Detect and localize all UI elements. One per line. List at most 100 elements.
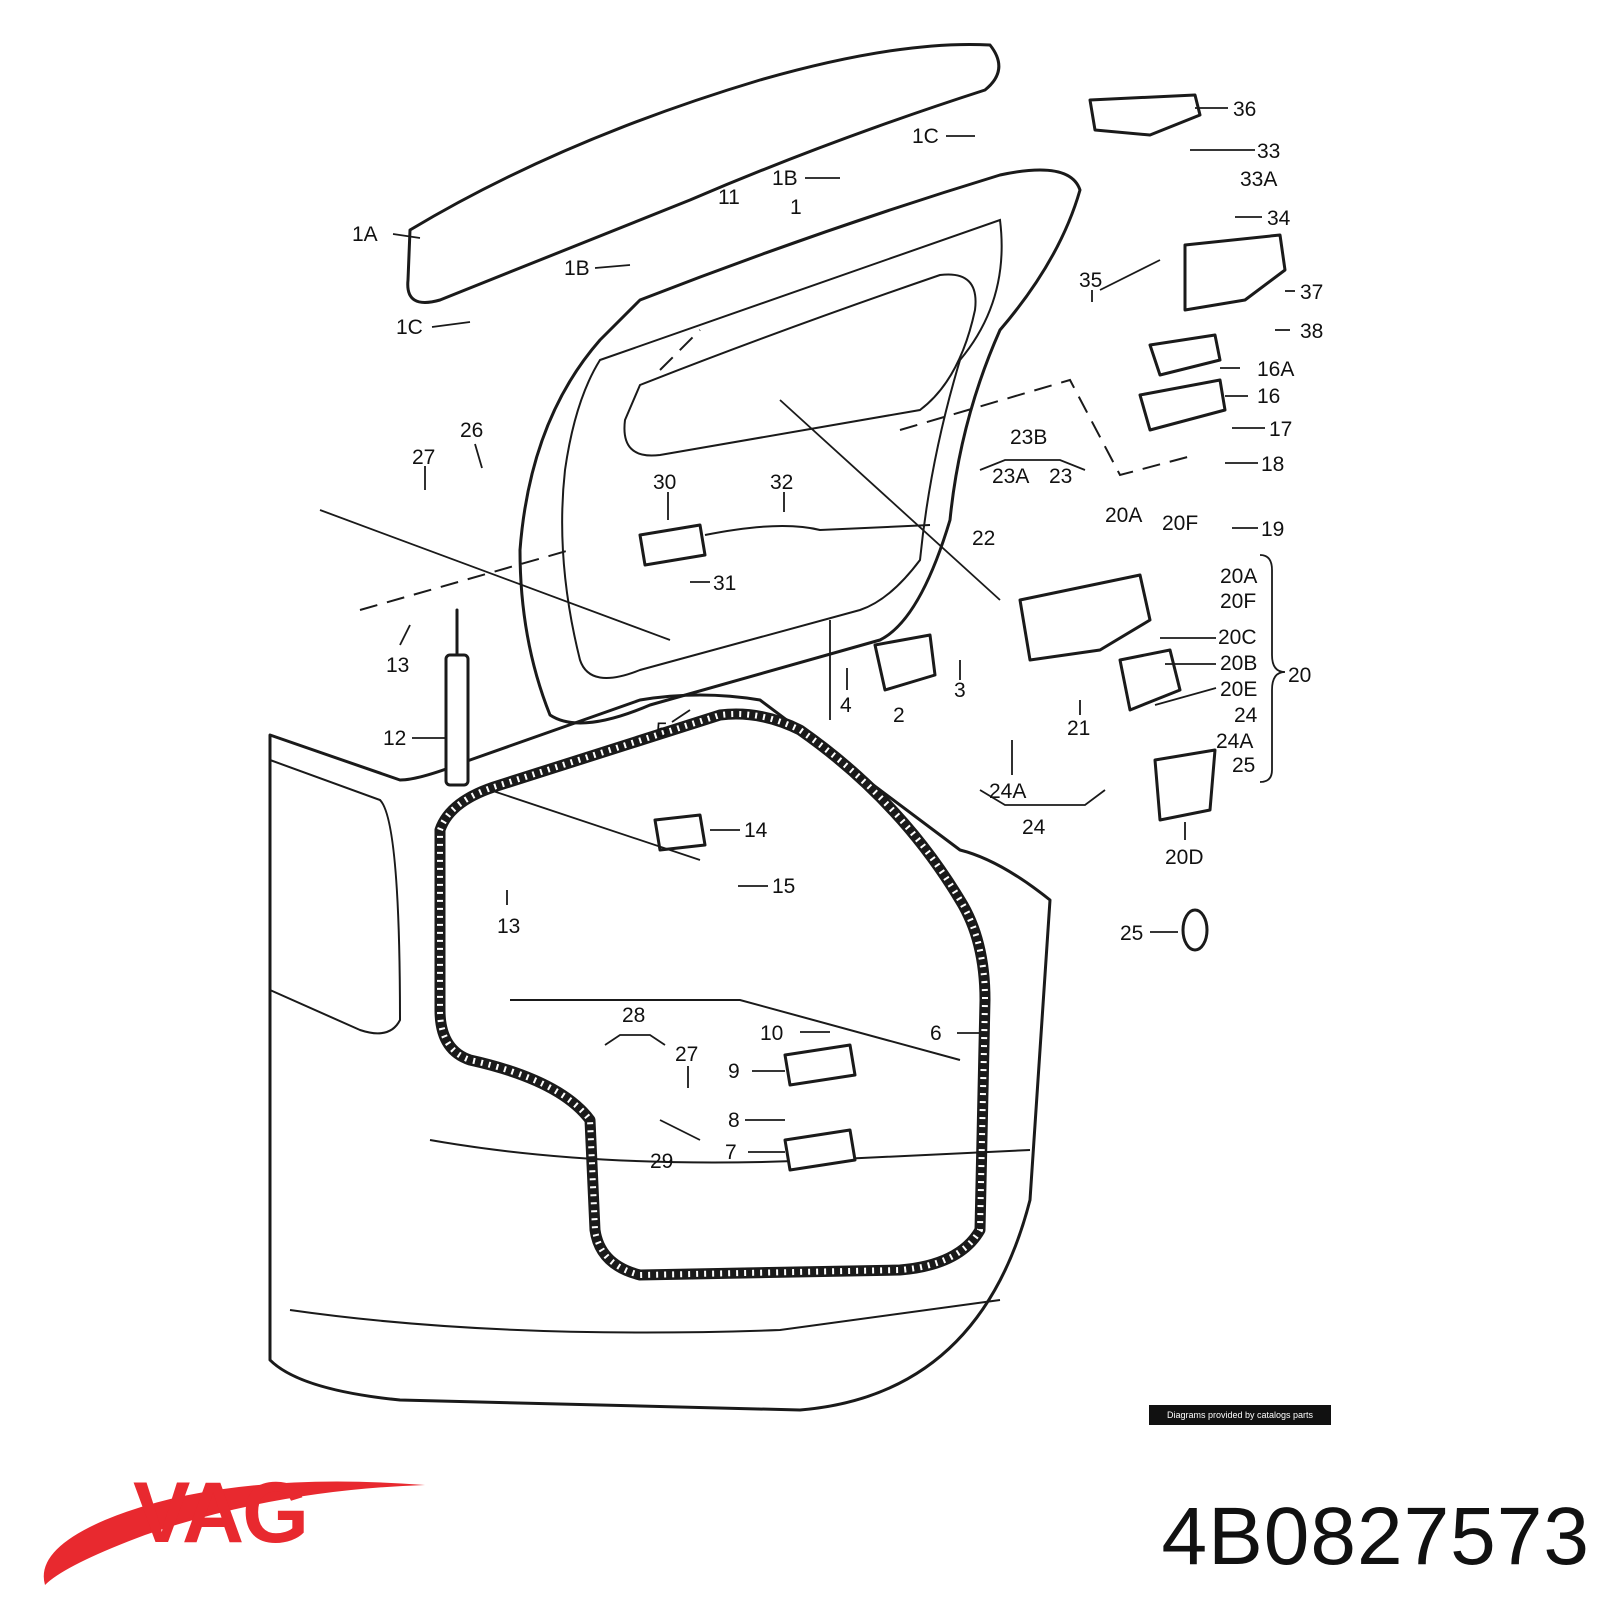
svg-text:28: 28: [622, 1004, 645, 1027]
part-label: 20: [1288, 664, 1311, 687]
cable-clip-part: [1181, 908, 1209, 952]
trunk-opening-seal: [434, 708, 991, 1281]
svg-text:36: 36: [1233, 98, 1256, 121]
guide-line: [659, 329, 701, 371]
svg-text:26: 26: [460, 419, 483, 442]
svg-text:29: 29: [650, 1150, 673, 1173]
svg-text:12: 12: [383, 727, 406, 750]
part-label: 1B: [564, 257, 631, 280]
svg-text:9: 9: [728, 1060, 740, 1083]
part-label: 12: [383, 727, 445, 750]
part-label: 20F: [1220, 590, 1256, 613]
part-label: 1A: [352, 223, 421, 246]
part-label: 25: [1120, 922, 1178, 945]
gasket-part: [1153, 748, 1217, 822]
part-number: 4B0827573: [1161, 1491, 1590, 1582]
svg-text:27: 27: [412, 446, 435, 469]
part-label: 18: [1225, 453, 1284, 476]
svg-text:23B: 23B: [1010, 426, 1047, 449]
tailgate-window-opening: [623, 273, 977, 457]
svg-text:22: 22: [972, 527, 995, 550]
svg-text:24A: 24A: [1216, 730, 1253, 753]
part-label: 24A: [1216, 730, 1253, 753]
part-label: 34: [1235, 207, 1291, 230]
part-label: 29: [650, 1119, 701, 1173]
part-label: 24: [1234, 704, 1258, 727]
part-label: 13: [386, 624, 411, 677]
latch-handle-part: [1088, 93, 1202, 137]
part-label: 20D: [1165, 822, 1204, 869]
tailgate-inner-part: [561, 218, 1003, 679]
svg-text:31: 31: [713, 572, 736, 595]
part-label: 27: [675, 1043, 698, 1088]
svg-text:20C: 20C: [1218, 626, 1257, 649]
svg-text:20A: 20A: [1105, 504, 1142, 527]
svg-text:13: 13: [497, 915, 520, 938]
part-label: 25: [1232, 754, 1255, 777]
part-label: 24: [1022, 816, 1046, 839]
part-label: 27: [412, 446, 435, 490]
part-label: 35: [1079, 269, 1102, 302]
svg-text:1B: 1B: [564, 257, 590, 280]
guide-line: [779, 399, 1001, 601]
part-label: 5: [656, 709, 691, 742]
diagram-credit: Diagrams provided by catalogs parts: [1149, 1405, 1331, 1425]
group-bracket-23B: [979, 459, 1086, 471]
svg-text:20D: 20D: [1165, 846, 1204, 869]
car-side-window: [269, 759, 402, 1035]
svg-text:10: 10: [760, 1022, 783, 1045]
part-label: 6: [930, 1022, 985, 1045]
svg-text:2: 2: [893, 704, 905, 727]
guide-line: [899, 378, 1196, 477]
part-label: 20A: [1220, 565, 1257, 588]
part-label: 11: [718, 186, 740, 209]
trunk-floor-line: [510, 999, 961, 1061]
group-bracket-24: [979, 789, 1106, 806]
part-label: 9: [728, 1060, 785, 1083]
svg-text:14: 14: [744, 819, 768, 842]
svg-text:8: 8: [728, 1109, 740, 1132]
svg-text:18: 18: [1261, 453, 1284, 476]
svg-text:1A: 1A: [352, 223, 378, 246]
car-body-outline: [268, 693, 1052, 1412]
bumper-lower-line: [289, 1299, 1001, 1334]
svg-text:20F: 20F: [1162, 512, 1198, 535]
lock-actuator-part: [1118, 648, 1182, 712]
svg-text:11: 11: [718, 186, 740, 209]
striker-part: [783, 1128, 857, 1172]
part-label: 3: [954, 660, 966, 702]
lock-assembly-part: [1018, 573, 1152, 662]
part-label: 1C: [396, 316, 471, 339]
svg-text:24: 24: [1022, 816, 1046, 839]
svg-text:20B: 20B: [1220, 652, 1257, 675]
svg-text:21: 21: [1067, 717, 1090, 740]
part-label: 13: [497, 890, 520, 938]
svg-text:1: 1: [790, 196, 802, 219]
part-label: 20F: [1162, 512, 1198, 535]
part-label: 8: [728, 1109, 785, 1132]
part-label: 1B: [772, 167, 840, 190]
svg-text:1C: 1C: [912, 125, 939, 148]
svg-text:16: 16: [1257, 385, 1280, 408]
svg-text:37: 37: [1300, 281, 1323, 304]
part-label: 36: [1195, 98, 1256, 121]
part-label: 33: [1190, 140, 1280, 163]
gas-strut-part: [444, 653, 470, 787]
svg-text:19: 19: [1261, 518, 1284, 541]
latch-cover-part: [1148, 333, 1222, 377]
bracket-part: [653, 813, 707, 852]
svg-text:27: 27: [675, 1043, 698, 1066]
part-label: 19: [1232, 518, 1284, 541]
svg-text:20A: 20A: [1220, 565, 1257, 588]
logo-swoosh-icon: [43, 1481, 425, 1585]
svg-text:13: 13: [386, 654, 409, 677]
part-label: 23A: [992, 465, 1029, 488]
part-label: 4: [840, 668, 852, 717]
svg-text:38: 38: [1300, 320, 1323, 343]
part-label: 7: [725, 1141, 785, 1164]
spoiler-part: [406, 42, 1001, 304]
svg-text:20E: 20E: [1220, 678, 1257, 701]
trunk-opening-seal-dots: [437, 711, 988, 1278]
part-label: 21: [1067, 700, 1090, 740]
cable-32: [704, 524, 931, 536]
